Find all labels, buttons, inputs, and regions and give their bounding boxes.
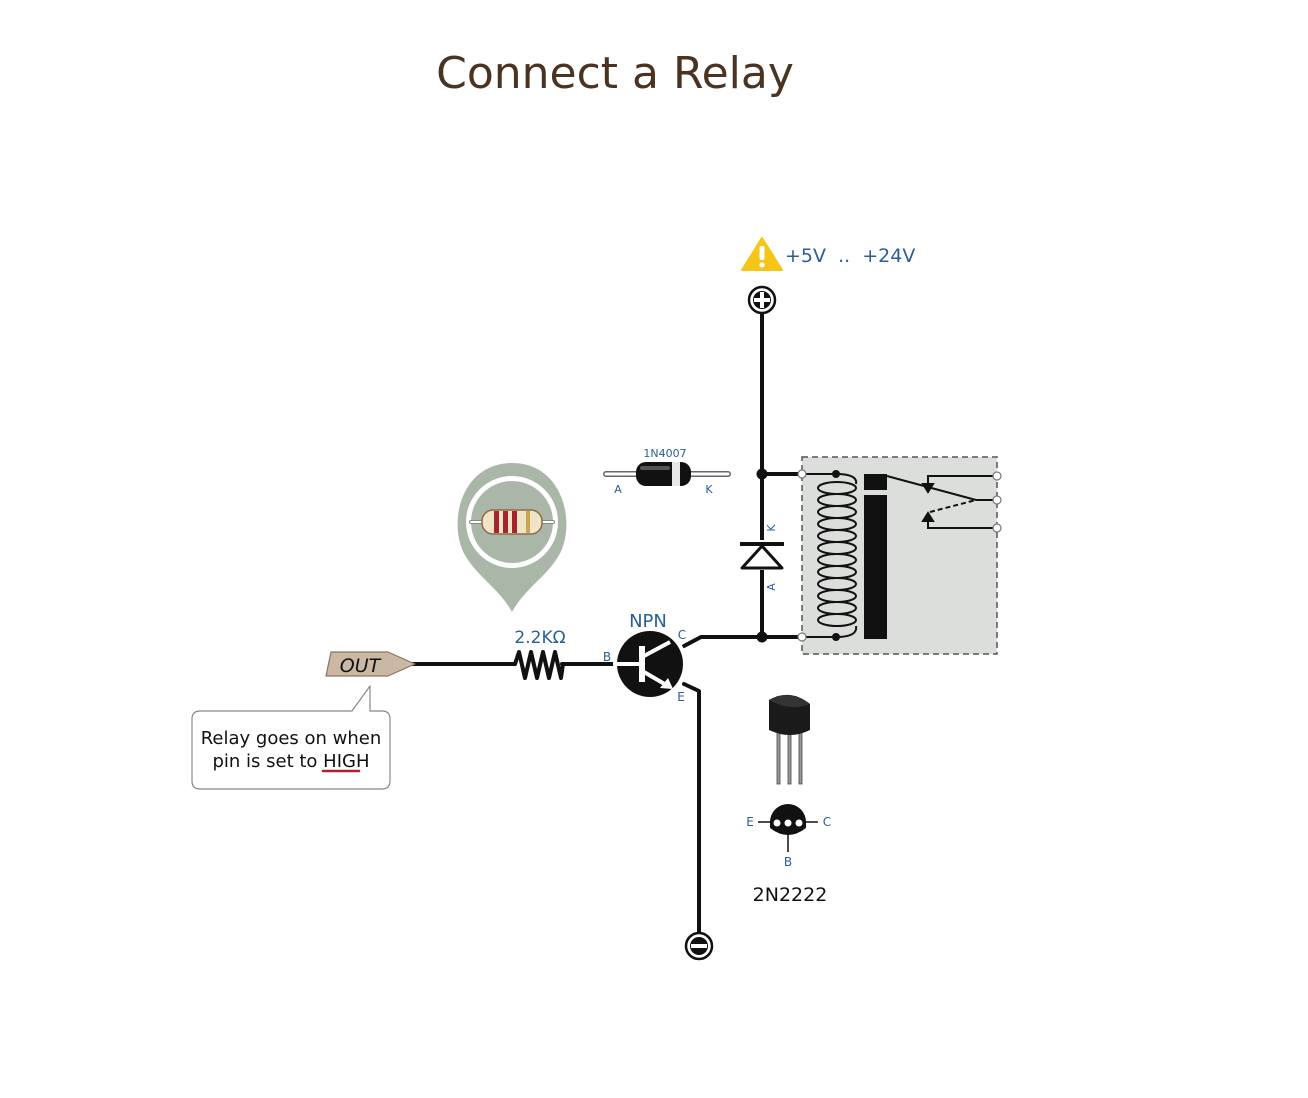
warning-icon (741, 237, 783, 271)
relay-core (864, 474, 887, 639)
note-high-emphasis: HIGH (323, 751, 369, 772)
note-line-2: pin is set to HIGH (212, 751, 369, 772)
wires (410, 312, 804, 936)
diode-part-anode: A (614, 483, 622, 496)
npn-transistor-symbol (613, 627, 687, 701)
transistor-pinout-diagram (758, 804, 818, 852)
plus-terminal (747, 285, 777, 315)
relay-switch (886, 475, 997, 529)
note-line-2-prefix: pin is set to (212, 751, 323, 772)
diode-cathode-label: K (765, 524, 778, 532)
flyback-diode-symbol (740, 540, 784, 570)
note-bubble (191, 685, 391, 790)
transistor-type: NPN (629, 611, 667, 632)
diode-part-number: 1N4007 (643, 447, 686, 460)
page-title: Connect a Relay (436, 48, 794, 99)
minus-terminal (684, 931, 714, 961)
note-line-1: Relay goes on when (201, 728, 382, 749)
pinout-base-label: B (784, 855, 792, 869)
resistor-part-illustration (469, 509, 555, 535)
junction-dot-top (756, 468, 768, 480)
resistor-callout (457, 463, 567, 612)
relay-coil (817, 473, 858, 638)
output-pin-label: OUT (340, 655, 382, 677)
diode-part-illustration (603, 462, 731, 486)
transistor-base-label: B (603, 650, 611, 664)
transistor-emitter-label: E (677, 690, 685, 704)
transistor-part-number: 2N2222 (753, 884, 828, 906)
junction-dot-bottom (756, 631, 768, 643)
transistor-part-illustration (769, 694, 810, 785)
diode-anode-label: A (765, 583, 778, 591)
pinout-collector-label: C (823, 815, 831, 829)
supply-voltage-label: +5V .. +24V (785, 245, 915, 267)
relay-module (797, 456, 1002, 655)
output-pin-tag (325, 651, 416, 677)
transistor-collector-label: C (678, 628, 686, 642)
pinout-emitter-label: E (746, 815, 754, 829)
resistor-symbol (513, 650, 565, 680)
diode-part-cathode: K (705, 483, 713, 496)
resistor-value: 2.2KΩ (514, 628, 565, 648)
